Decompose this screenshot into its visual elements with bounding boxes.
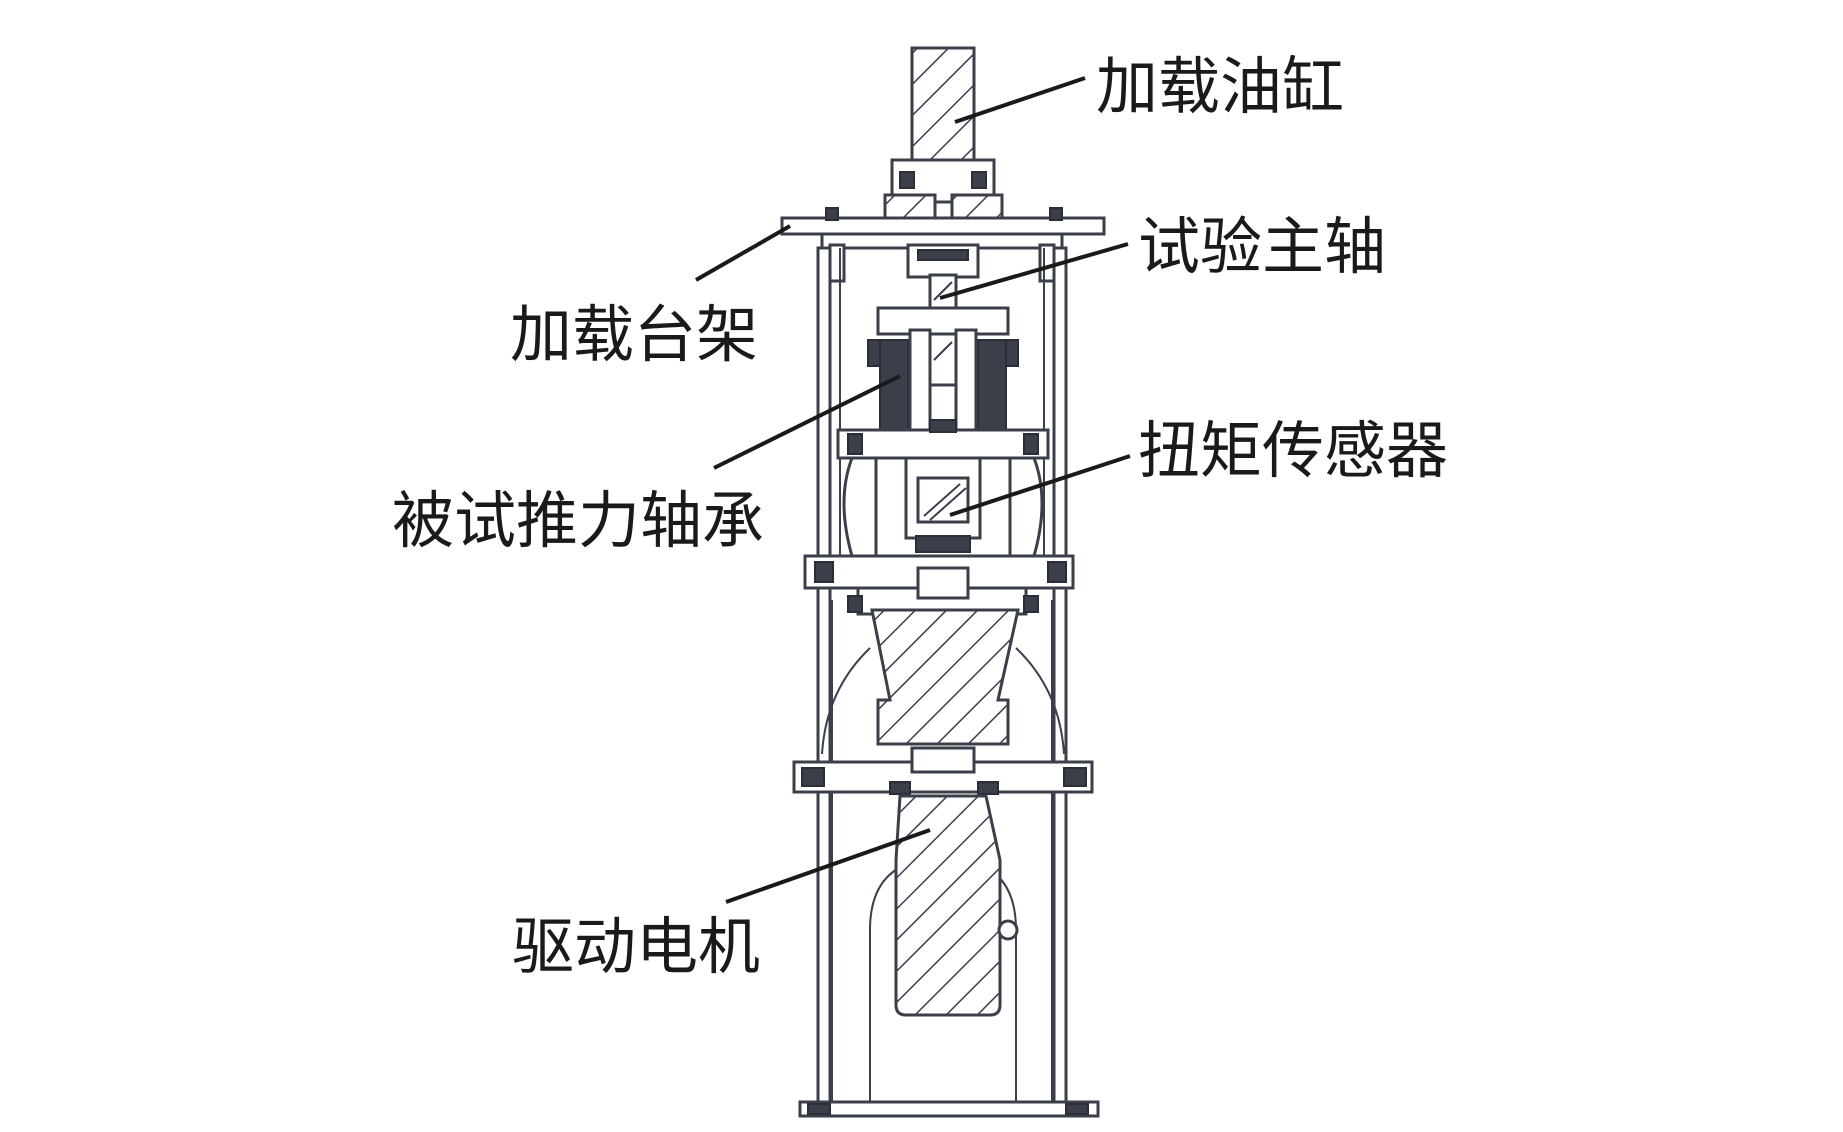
coupling [821, 608, 1065, 755]
leader-torque-sensor [949, 454, 1131, 517]
label-test-spindle: 试验主轴 [1138, 210, 1386, 283]
torque-sensor-assembly [842, 456, 1044, 558]
label-thrust-bearing: 被试推力轴承 [392, 484, 764, 557]
base-plate [798, 1100, 1100, 1118]
label-torque-sensor: 扭矩传感器 [1138, 414, 1448, 487]
leader-lines [695, 76, 1131, 904]
label-drive-motor: 驱动电机 [512, 910, 760, 983]
thrust-bearing-assembly [836, 306, 1050, 460]
drive-motor [869, 794, 1019, 1105]
label-loading-frame: 加载台架 [510, 298, 758, 371]
loading-frame [780, 207, 1106, 1110]
lower-flange [792, 746, 1094, 795]
leader-loading-cylinder [954, 76, 1086, 124]
leader-thrust-bearing [713, 374, 901, 470]
leader-test-spindle [939, 242, 1129, 300]
loading-cylinder [883, 46, 1004, 235]
leader-drive-motor [725, 828, 931, 904]
label-loading-cylinder: 加载油缸 [1096, 50, 1344, 123]
leader-loading-frame [695, 224, 791, 282]
middle-flange [803, 554, 1075, 616]
